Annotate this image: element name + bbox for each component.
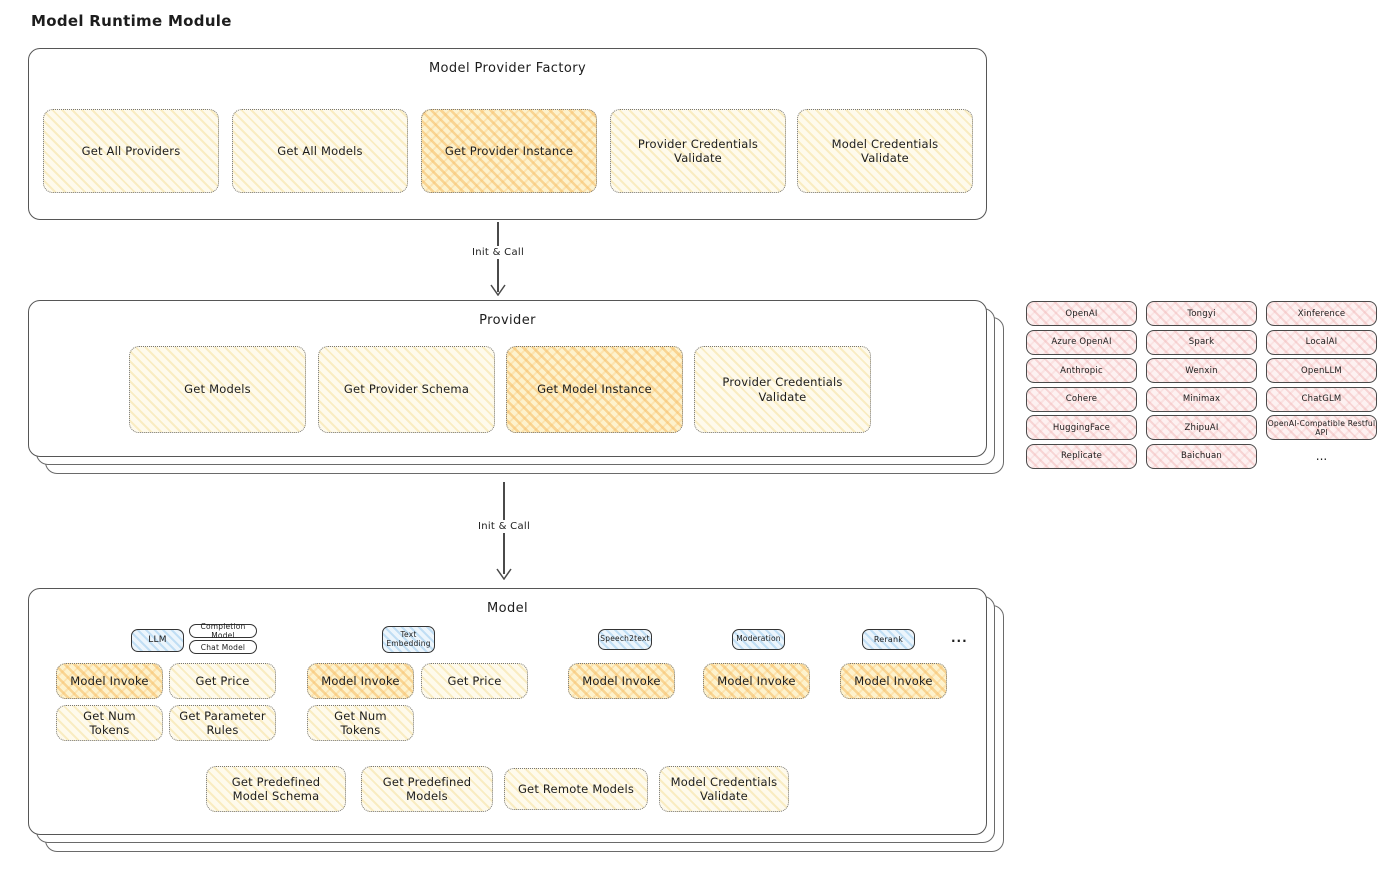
- provider-cell-tongyi: Tongyi: [1146, 301, 1257, 326]
- provider-get-models: Get Models: [129, 346, 306, 433]
- provider-panel-title: Provider: [479, 313, 536, 328]
- text-embedding-model-invoke: Model Invoke: [307, 663, 414, 699]
- provider-panel: Provider Get Models Get Provider Schema …: [28, 300, 987, 457]
- rerank-model-invoke: Model Invoke: [840, 663, 947, 699]
- tag-rerank: Rerank: [862, 629, 915, 650]
- providers-column-1: OpenAI Azure OpenAI Anthropic Cohere Hug…: [1026, 301, 1137, 469]
- providers-more-ellipsis: ...: [1315, 449, 1328, 463]
- speech2text-model-invoke: Model Invoke: [568, 663, 675, 699]
- text-embedding-get-price: Get Price: [421, 663, 528, 699]
- providers-column-2: Tongyi Spark Wenxin Minimax ZhipuAI Baic…: [1146, 301, 1257, 469]
- model-types-more-ellipsis: ...: [951, 631, 968, 645]
- model-get-remote-models: Get Remote Models: [504, 768, 648, 810]
- tag-speech2text: Speech2text: [598, 629, 652, 650]
- provider-cell-openai: OpenAI: [1026, 301, 1137, 326]
- provider-cell-chatglm: ChatGLM: [1266, 386, 1377, 412]
- factory-panel-title: Model Provider Factory: [428, 61, 587, 76]
- provider-cell-baichuan: Baichuan: [1146, 443, 1257, 469]
- provider-cell-azure-openai: Azure OpenAI: [1026, 329, 1137, 355]
- init-call-label-1: Init & Call: [466, 246, 530, 259]
- provider-cell-anthropic: Anthropic: [1026, 358, 1137, 383]
- tag-llm: LLM: [131, 629, 184, 652]
- tag-text-embedding: Text Embedding: [382, 626, 435, 653]
- provider-get-provider-schema: Get Provider Schema: [318, 346, 495, 433]
- text-embedding-get-num-tokens: Get Num Tokens: [307, 705, 414, 741]
- llm-get-price: Get Price: [169, 663, 276, 699]
- page-title: Model Runtime Module: [31, 12, 232, 30]
- moderation-model-invoke: Model Invoke: [703, 663, 810, 699]
- arrow-head-icon: [496, 568, 512, 580]
- provider-cell-spark: Spark: [1146, 329, 1257, 355]
- provider-cell-openai-compatible: OpenAI-Compatible Restful API: [1266, 415, 1377, 440]
- model-panel-title: Model: [486, 601, 529, 616]
- provider-cell-zhipuai: ZhipuAI: [1146, 415, 1257, 440]
- factory-model-credentials-validate: Model Credentials Validate: [797, 109, 973, 193]
- model-get-predefined-model-schema: Get Predefined Model Schema: [206, 766, 346, 812]
- tag-completion-model: Completion Model: [189, 622, 257, 640]
- provider-cell-minimax: Minimax: [1146, 386, 1257, 412]
- tag-moderation: Moderation: [732, 629, 785, 650]
- model-get-predefined-models: Get Predefined Models: [361, 766, 493, 812]
- factory-get-all-providers: Get All Providers: [43, 109, 219, 193]
- arrow-head-icon: [490, 284, 506, 296]
- init-call-label-2: Init & Call: [472, 520, 536, 533]
- provider-cell-replicate: Replicate: [1026, 443, 1137, 469]
- model-panel: Model LLM Completion Model Chat Model Te…: [28, 588, 987, 835]
- provider-cell-cohere: Cohere: [1026, 386, 1137, 412]
- factory-provider-credentials-validate: Provider Credentials Validate: [610, 109, 786, 193]
- provider-cell-xinference: Xinference: [1266, 301, 1377, 326]
- provider-cell-wenxin: Wenxin: [1146, 358, 1257, 383]
- factory-panel: Model Provider Factory Get All Providers…: [28, 48, 987, 220]
- llm-get-num-tokens: Get Num Tokens: [56, 705, 163, 741]
- provider-get-model-instance: Get Model Instance: [506, 346, 683, 433]
- tag-chat-model: Chat Model: [189, 640, 257, 654]
- provider-provider-credentials-validate: Provider Credentials Validate: [694, 346, 871, 433]
- factory-get-provider-instance: Get Provider Instance: [421, 109, 597, 193]
- llm-get-parameter-rules: Get Parameter Rules: [169, 705, 276, 741]
- providers-column-3: Xinference LocalAI OpenLLM ChatGLM OpenA…: [1266, 301, 1377, 469]
- provider-cell-localai: LocalAI: [1266, 329, 1377, 355]
- llm-model-invoke: Model Invoke: [56, 663, 163, 699]
- provider-cell-openllm: OpenLLM: [1266, 358, 1377, 383]
- factory-get-all-models: Get All Models: [232, 109, 408, 193]
- model-model-credentials-validate: Model Credentials Validate: [659, 766, 789, 812]
- provider-cell-huggingface: HuggingFace: [1026, 415, 1137, 440]
